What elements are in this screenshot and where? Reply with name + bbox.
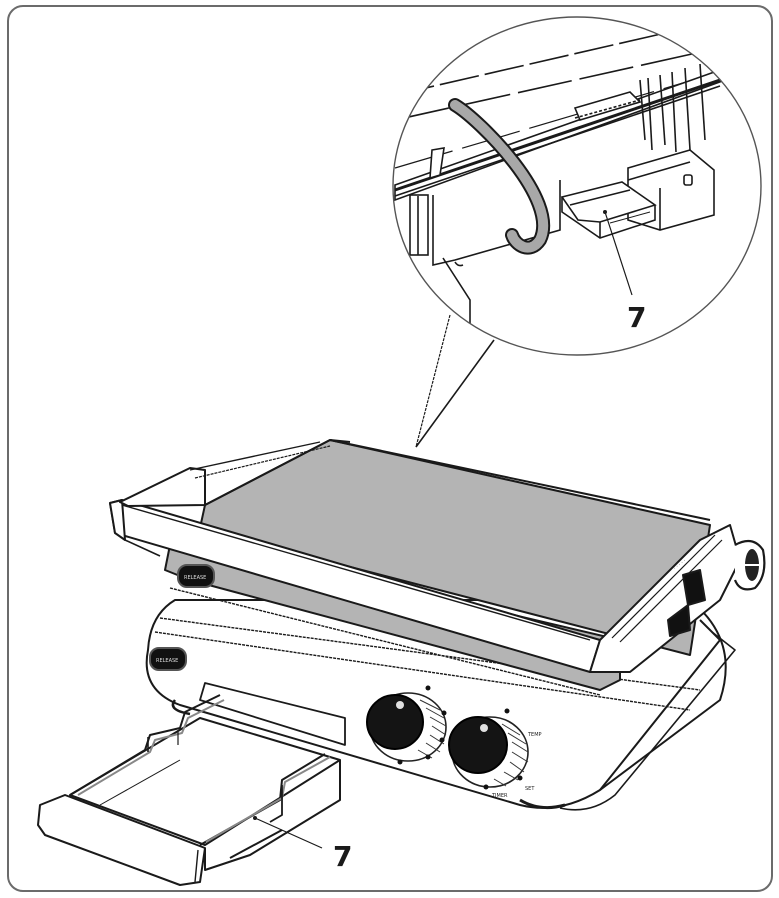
callout-leader-tray xyxy=(254,817,323,849)
drip-tray[interactable] xyxy=(37,694,341,886)
svg-text:TEMP: TEMP xyxy=(527,732,542,738)
callout-leader-detail xyxy=(604,211,633,296)
svg-text:TIMER: TIMER xyxy=(491,793,508,799)
callout-label-detail: 7 xyxy=(627,301,647,334)
detail-magnifier xyxy=(392,16,762,356)
contact-grill: · · · · · RELEASE RELEASE xyxy=(109,439,766,811)
temperature-knob-left[interactable] xyxy=(366,685,447,765)
svg-text:RELEASE: RELEASE xyxy=(184,575,206,581)
svg-text:RELEASE: RELEASE xyxy=(156,658,178,664)
base-release-button xyxy=(149,647,187,671)
temperature-knob-right[interactable]: TEMP SET TIMER xyxy=(448,708,542,800)
magnifier-projection-lines xyxy=(415,314,495,448)
magnifier-circle xyxy=(392,16,762,356)
lid-release-button xyxy=(177,564,215,588)
callout-label-tray: 7 xyxy=(333,840,353,873)
svg-text:SET: SET xyxy=(525,786,535,792)
